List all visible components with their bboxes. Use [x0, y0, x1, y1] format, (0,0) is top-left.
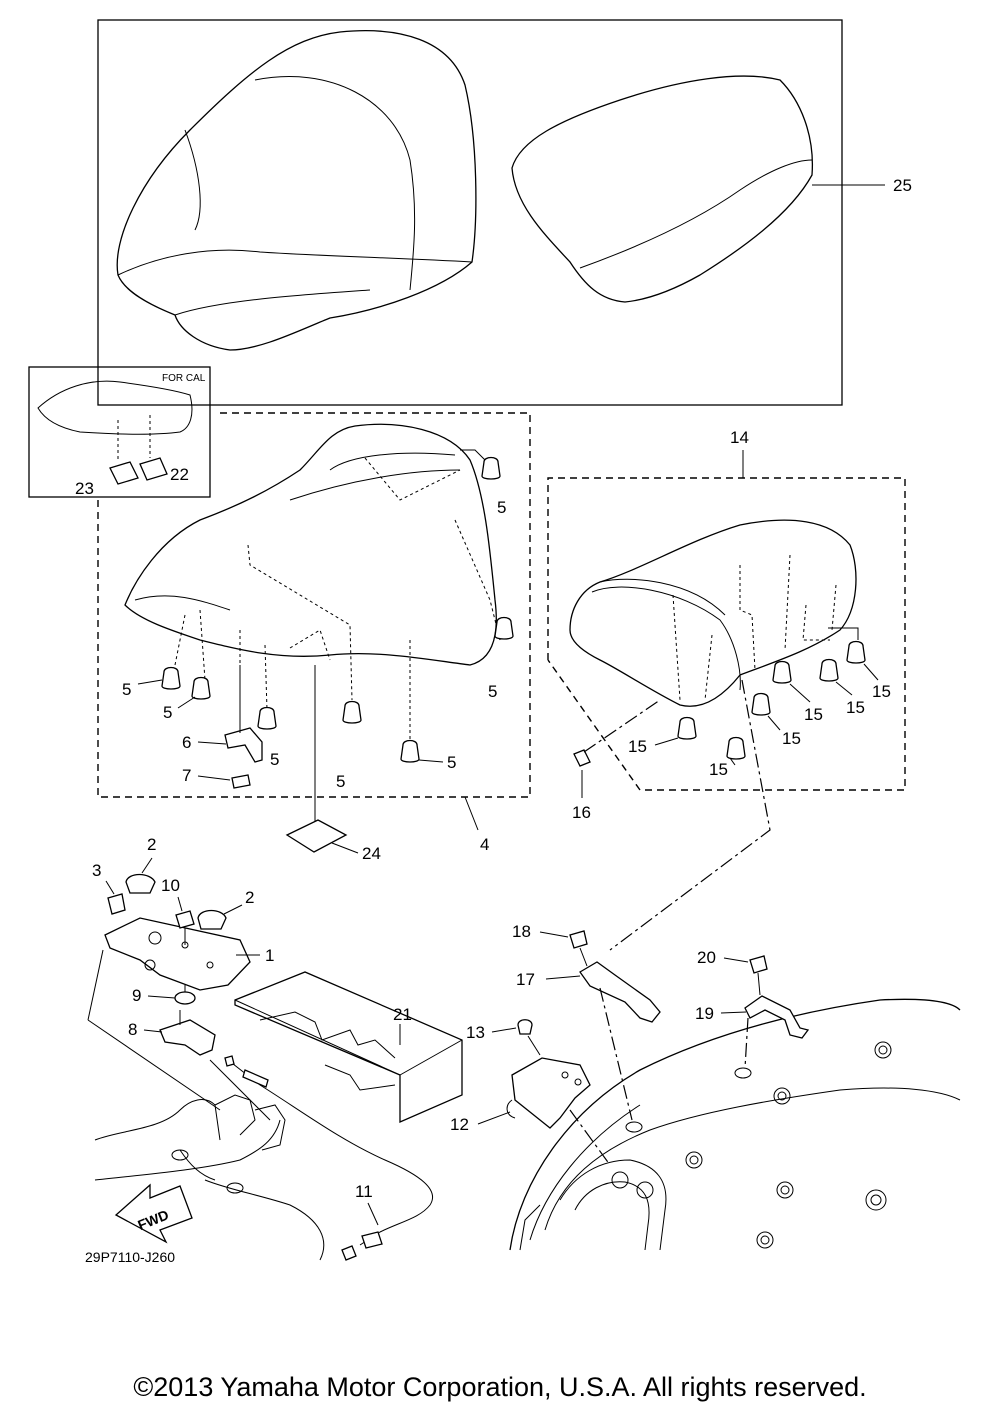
charcoal-tag-23 — [109, 461, 139, 485]
grommet-5 — [161, 456, 514, 763]
california-inset: FOR CAL 23 22 — [28, 366, 211, 498]
callout-21: 21 — [393, 1005, 412, 1024]
copyright-notice: ©2013 Yamaha Motor Corporation, U.S.A. A… — [133, 1372, 867, 1402]
seat-bracket-12 — [511, 1057, 591, 1129]
rear-fender — [509, 998, 961, 1251]
callout-14: 14 — [730, 428, 749, 447]
flange-nut — [231, 774, 251, 789]
warning-label-24 — [285, 819, 348, 853]
callout-5: 5 — [163, 703, 172, 722]
bolt-16 — [573, 749, 591, 767]
frame-section: FWD 29P7110-J260 — [85, 1094, 325, 1265]
callout-16: 16 — [572, 803, 591, 822]
washer-9 — [174, 991, 196, 1005]
inset-note: FOR CAL — [162, 373, 206, 384]
callout-25: 25 — [893, 176, 912, 195]
callout-5: 5 — [270, 750, 279, 769]
callout-2: 2 — [147, 835, 156, 854]
charcoal-tag-22 — [139, 457, 168, 481]
callout-5: 5 — [488, 682, 497, 701]
callout-12: 12 — [450, 1115, 469, 1134]
callout-19: 19 — [695, 1004, 714, 1023]
damper-2 — [197, 909, 227, 930]
nut-10 — [175, 910, 195, 929]
rear-fender-section: 13 12 18 17 20 19 — [450, 922, 961, 1251]
passenger-seat — [569, 519, 857, 707]
callout-9: 9 — [132, 986, 141, 1005]
callout-13: 13 — [466, 1023, 485, 1042]
bolt-20 — [749, 955, 768, 974]
seat-lock-plate — [104, 917, 251, 991]
callout-8: 8 — [128, 1020, 137, 1039]
seat-bracket-19 — [744, 995, 810, 1039]
callout-23: 23 — [75, 479, 94, 498]
callout-2: 2 — [245, 888, 254, 907]
callout-15: 15 — [628, 737, 647, 756]
callout-10: 10 — [161, 876, 180, 895]
callout-3: 3 — [92, 861, 101, 880]
callout-15: 15 — [709, 760, 728, 779]
callout-5: 5 — [336, 772, 345, 791]
bolt-13 — [517, 1019, 533, 1035]
callout-11: 11 — [355, 1182, 373, 1201]
callout-5: 5 — [122, 680, 131, 699]
callout-6: 6 — [182, 733, 191, 752]
passenger-seat-assembly: 14 16 15 15 15 15 — [547, 428, 906, 951]
grommet-15 — [677, 640, 866, 760]
forward-arrow — [114, 1183, 193, 1244]
callout-5: 5 — [447, 753, 456, 772]
callout-7: 7 — [182, 766, 191, 785]
callout-15: 15 — [872, 682, 891, 701]
callout-15: 15 — [804, 705, 823, 724]
seat-bracket — [224, 727, 263, 763]
rider-seat — [124, 423, 497, 666]
callout-24: 24 — [362, 844, 381, 863]
tool-case-assembly: 21 11 — [224, 971, 463, 1261]
rider-seat-assembly: 5 5 5 5 5 5 5 6 7 4 24 — [97, 412, 531, 863]
callout-20: 20 — [697, 948, 716, 967]
callout-15: 15 — [846, 698, 865, 717]
callout-18: 18 — [512, 922, 531, 941]
seat-lock-cable-11 — [227, 1059, 434, 1246]
seat-lock-8 — [159, 1019, 216, 1056]
damper-2 — [125, 873, 156, 894]
passenger-seat-cover — [511, 75, 814, 303]
rider-seat-cover — [116, 30, 477, 351]
callout-22: 22 — [170, 465, 189, 484]
storage-case-21 — [234, 971, 463, 1123]
callout-5: 5 — [497, 498, 506, 517]
bolt-3 — [107, 893, 126, 915]
seat-bracket-17 — [579, 961, 661, 1023]
bolt-18 — [569, 930, 588, 949]
callout-17: 17 — [516, 970, 535, 989]
seat-lock-assembly: 2 2 3 10 1 9 8 — [87, 835, 274, 1121]
drawing-code: 29P7110-J260 — [85, 1249, 175, 1265]
seat-cover-group: 25 — [97, 19, 912, 406]
callout-4: 4 — [480, 835, 489, 854]
callout-1: 1 — [265, 946, 274, 965]
callout-15: 15 — [782, 729, 801, 748]
